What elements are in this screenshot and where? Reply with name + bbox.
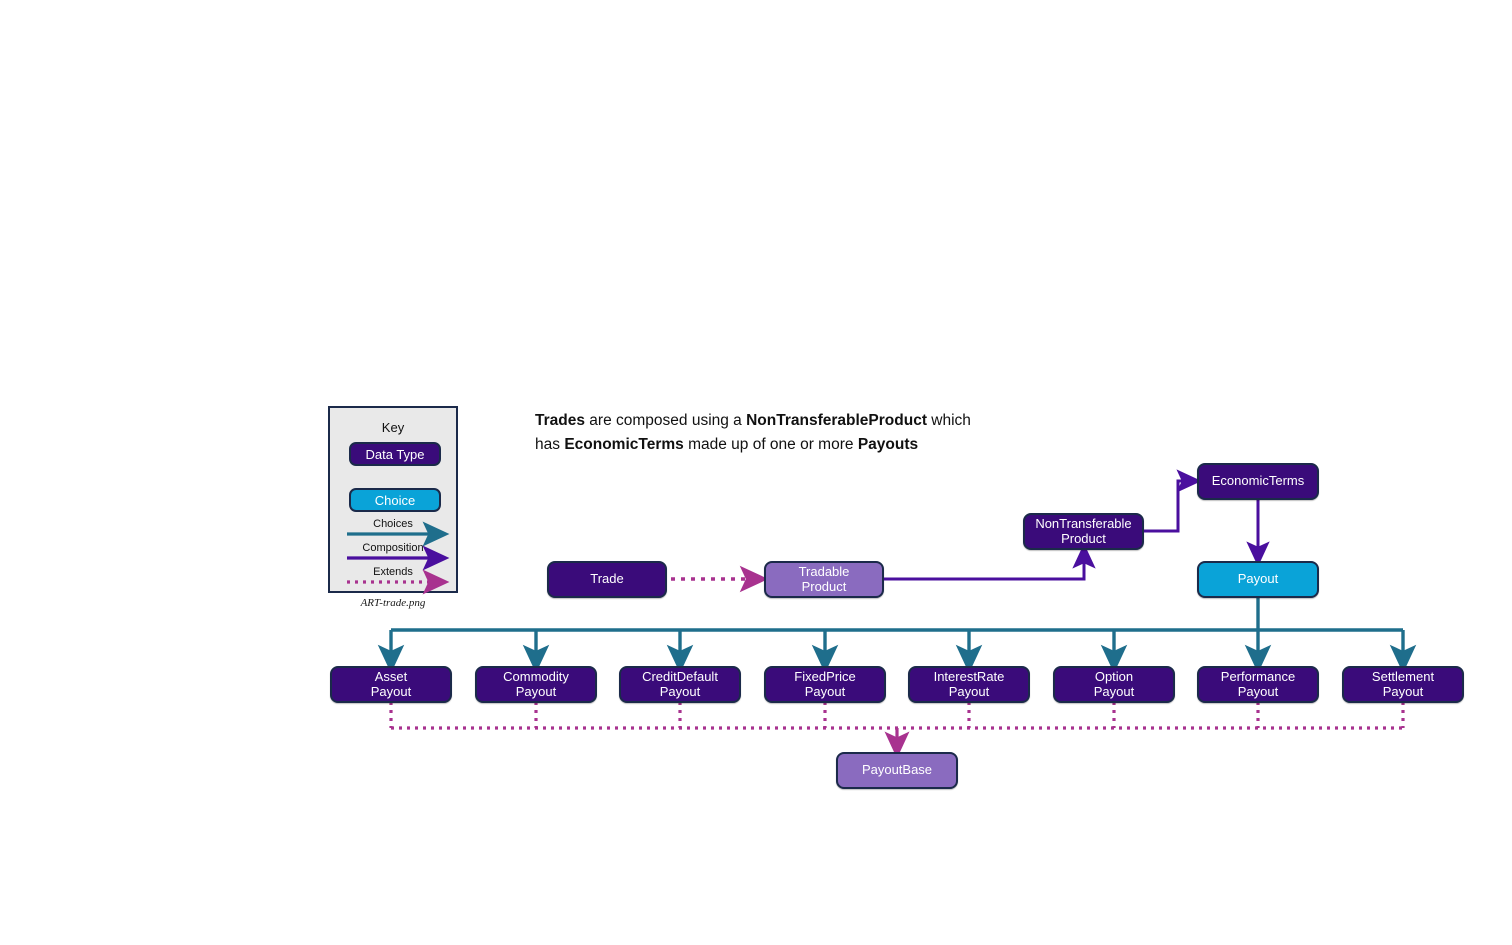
- edge-payout-subtypes-to-payout-base: [389, 702, 1405, 759]
- headline-text-2: which: [926, 412, 971, 429]
- headline-term-payouts: Payouts: [857, 436, 919, 454]
- node-payout-subtype-line2: Payout: [659, 683, 701, 699]
- legend-swatch-choice: Choice: [349, 488, 441, 512]
- headline-text-1: are composed using a: [584, 412, 747, 429]
- diagram-description: Trades are composed using a NonTransfera…: [535, 409, 1075, 457]
- node-payout-subtype-line1: CreditDefault: [642, 668, 718, 684]
- node-payout-subtype-line2: Payout: [515, 683, 557, 699]
- legend-arrow-samples: [347, 521, 450, 595]
- node-payout-subtype-line1: Performance: [1220, 668, 1296, 684]
- node-trade[interactable]: Trade: [547, 561, 667, 598]
- headline-term-trades: Trades: [535, 412, 585, 429]
- node-non-transferable-product[interactable]: NonTransferable Product: [1023, 513, 1144, 550]
- legend-swatch-data-type: Data Type: [349, 442, 441, 466]
- headline-term-non-transferable-product: NonTransferableProduct: [746, 412, 927, 429]
- node-non-transferable-product-line2: Product: [1061, 530, 1106, 546]
- legend-label-composition: Composition: [362, 542, 424, 554]
- node-tradable-product-line1: Tradable: [798, 563, 850, 579]
- node-payout-base[interactable]: PayoutBase: [836, 752, 958, 789]
- node-payout-label: Payout: [1237, 571, 1279, 587]
- node-economic-terms[interactable]: EconomicTerms: [1197, 463, 1319, 500]
- node-payout[interactable]: Payout: [1197, 561, 1319, 598]
- node-payout-subtype-line2: Payout: [1093, 683, 1135, 699]
- legend-label-extends: Extends: [373, 566, 413, 578]
- legend-key-panel: Key Data Type Choice Choices Composition…: [328, 406, 458, 595]
- node-non-transferable-product-line1: NonTransferable: [1035, 515, 1132, 531]
- node-tradable-product-line2: Product: [801, 578, 847, 594]
- node-payout-subtype-line2: Payout: [804, 683, 846, 699]
- edge-non-transferable-product-to-economic-terms: [1144, 469, 1202, 533]
- node-payout-subtype-line1: Commodity: [503, 668, 569, 684]
- legend-label-choices: Choices: [373, 518, 413, 530]
- node-payout-base-label: PayoutBase: [861, 762, 933, 778]
- node-payout-subtype-line1: Option: [1094, 668, 1134, 684]
- node-payout-subtype-line1: FixedPrice: [794, 668, 856, 684]
- headline-text-3: has: [535, 436, 565, 454]
- edge-tradable-product-to-non-transferable-product: [884, 543, 1096, 581]
- node-payout-subtype-line2: Payout: [1237, 683, 1279, 699]
- figure-caption: ART-trade.png: [360, 597, 426, 609]
- node-payout-subtype-line2: Payout: [1382, 683, 1424, 699]
- node-payout-subtype-line1: InterestRate: [933, 668, 1005, 684]
- headline-term-economic-terms: EconomicTerms: [564, 436, 684, 454]
- node-payout-subtype-line2: Payout: [370, 683, 412, 699]
- node-tradable-product[interactable]: Tradable Product: [764, 561, 884, 598]
- node-trade-label: Trade: [590, 571, 624, 587]
- node-economic-terms-label: EconomicTerms: [1211, 473, 1305, 489]
- node-payout-subtype-line2: Payout: [948, 683, 990, 699]
- edge-payout-to-payout-subtypes: [377, 597, 1417, 674]
- headline-text-4: made up of one or more: [683, 436, 858, 454]
- node-payout-subtype-line1: Settlement: [1371, 668, 1435, 684]
- node-payout-subtype-line1: Asset: [374, 668, 408, 684]
- legend-title: Key: [381, 420, 405, 435]
